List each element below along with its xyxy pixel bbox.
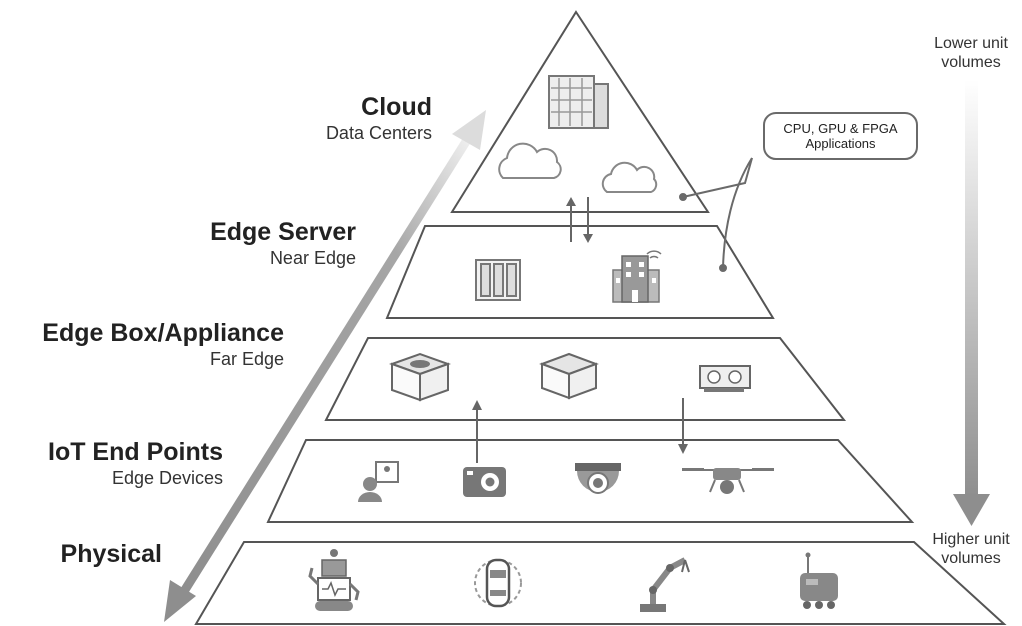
downward-arrow: [678, 398, 688, 454]
tier-edge-server: [385, 225, 775, 319]
autonomous-car-icon: [474, 558, 522, 608]
level-label-edge-server: Edge Server Near Edge: [210, 218, 356, 269]
volume-bottom-line-1: Higher unit: [932, 531, 1010, 548]
cloud-icon: [498, 142, 562, 179]
level-title-iot: IoT End Points: [48, 438, 223, 466]
level-subtitle-edge-server: Near Edge: [269, 248, 356, 268]
volume-top-line-1: Lower unit: [934, 35, 1008, 52]
level-label-cloud: Cloud Data Centers: [326, 93, 432, 144]
server-rack-icon: [475, 259, 521, 301]
office-building-icon: [612, 250, 662, 303]
level-label-physical: Physical: [61, 540, 162, 569]
volume-bottom-line-2: volumes: [941, 550, 1001, 567]
level-title-edge-box: Edge Box/Appliance: [42, 319, 284, 347]
volume-top-line-2: volumes: [941, 54, 1001, 71]
gpu-card-icon: [699, 365, 751, 392]
dome-camera-icon: [575, 463, 621, 494]
action-camera-icon: [463, 467, 506, 497]
data-center-building-icon: [548, 75, 609, 129]
level-subtitle-iot: Edge Devices: [111, 468, 223, 488]
volume-label-top: Lower unit volumes: [921, 34, 1021, 72]
level-title-physical: Physical: [60, 540, 162, 568]
robot-icon: [308, 549, 360, 611]
volume-label-bottom: Higher unit volumes: [921, 530, 1021, 568]
callout-connector: [679, 157, 753, 272]
drone-icon: [682, 468, 774, 494]
level-subtitle-cloud: Data Centers: [325, 123, 432, 143]
kiosk-person-icon: [358, 461, 399, 502]
level-title-cloud: Cloud: [361, 93, 432, 121]
appliance-box-icon: [389, 352, 451, 402]
volume-arrow: [953, 80, 990, 526]
callout-box: CPU, GPU & FPGA Applications: [763, 112, 918, 160]
upward-arrow: [472, 400, 482, 463]
level-title-edge-server: Edge Server: [210, 218, 356, 246]
level-subtitle-edge-box: Far Edge: [209, 349, 284, 369]
level-label-edge-box: Edge Box/Appliance Far Edge: [42, 319, 284, 370]
cube-box-icon: [539, 352, 599, 400]
callout-line-2: Applications: [805, 136, 876, 151]
scale-diagonal-arrow: [164, 110, 486, 622]
level-label-iot: IoT End Points Edge Devices: [48, 438, 223, 489]
callout-line-1: CPU, GPU & FPGA: [783, 121, 898, 136]
delivery-robot-icon: [800, 552, 838, 609]
cloud-icon: [601, 161, 658, 193]
tier-physical: [194, 541, 1007, 625]
robot-arm-icon: [640, 557, 690, 612]
cloud-edge-arrows: [566, 197, 593, 243]
